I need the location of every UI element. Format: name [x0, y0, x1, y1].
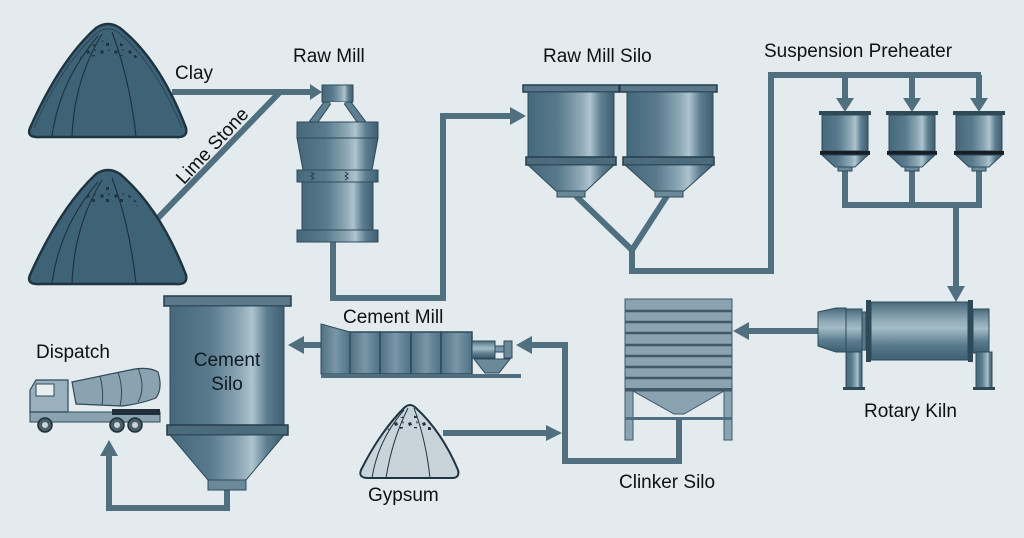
pipe-silo-to-preheater — [629, 72, 981, 274]
mixer-truck-icon — [29, 367, 161, 433]
label-raw-mill: Raw Mill — [293, 46, 365, 67]
clay-pile-icon — [27, 22, 188, 139]
arrow-into-cyclone-1 — [836, 98, 854, 112]
arrow-into-dispatch — [100, 440, 118, 456]
rotary-kiln-icon — [817, 300, 995, 390]
label-clay: Clay — [175, 63, 214, 84]
arrow-into-raw-mill-silo — [510, 107, 526, 125]
cyclone-1-icon — [819, 111, 871, 172]
label-cement-silo-line2: Silo — [211, 374, 243, 395]
label-suspension-preheater: Suspension Preheater — [764, 41, 953, 62]
label-clinker-silo: Clinker Silo — [619, 472, 716, 493]
arrow-into-cyclone-3 — [970, 98, 988, 112]
flow-pipes — [100, 72, 988, 511]
raw-mill-icon — [296, 84, 379, 243]
arrow-into-cement-mill — [516, 336, 532, 354]
label-cement-mill: Cement Mill — [343, 307, 444, 328]
pipe-silo-to-dispatch — [106, 455, 230, 511]
label-rotary-kiln: Rotary Kiln — [864, 401, 957, 422]
pipe-silo2-to-junction — [629, 194, 670, 252]
cyclone-3-icon — [953, 111, 1005, 172]
gypsum-pile-icon — [359, 404, 460, 479]
label-cement-silo-line1: Cement — [193, 350, 261, 371]
label-cement-silo: Cement Silo — [172, 349, 282, 397]
arrow-into-clinker-silo — [733, 322, 749, 340]
pipe-silo1-to-junction — [573, 193, 635, 253]
limestone-pile-icon — [27, 168, 188, 286]
cement-silo-icon — [163, 295, 292, 491]
raw-mill-silo-2-icon — [619, 84, 718, 198]
arrow-into-cyclone-2 — [903, 98, 921, 112]
pipe-raw-mill-to-silo — [330, 113, 512, 301]
cyclone-2-icon — [886, 111, 938, 172]
arrow-into-raw-mill — [310, 84, 322, 100]
label-raw-mill-silo: Raw Mill Silo — [543, 46, 652, 67]
cement-mill-icon — [320, 323, 521, 378]
arrow-into-cement-silo — [288, 336, 304, 354]
label-gypsum: Gypsum — [368, 485, 439, 506]
pipe-limestone-to-raw-mill — [155, 89, 283, 221]
arrow-into-kiln — [947, 286, 965, 302]
label-dispatch: Dispatch — [36, 342, 110, 363]
pipe-clinker-to-cement-mill — [530, 342, 682, 464]
clinker-silo-icon — [624, 298, 733, 441]
arrow-gypsum-junction — [546, 425, 562, 441]
raw-mill-silo-1-icon — [522, 84, 620, 198]
